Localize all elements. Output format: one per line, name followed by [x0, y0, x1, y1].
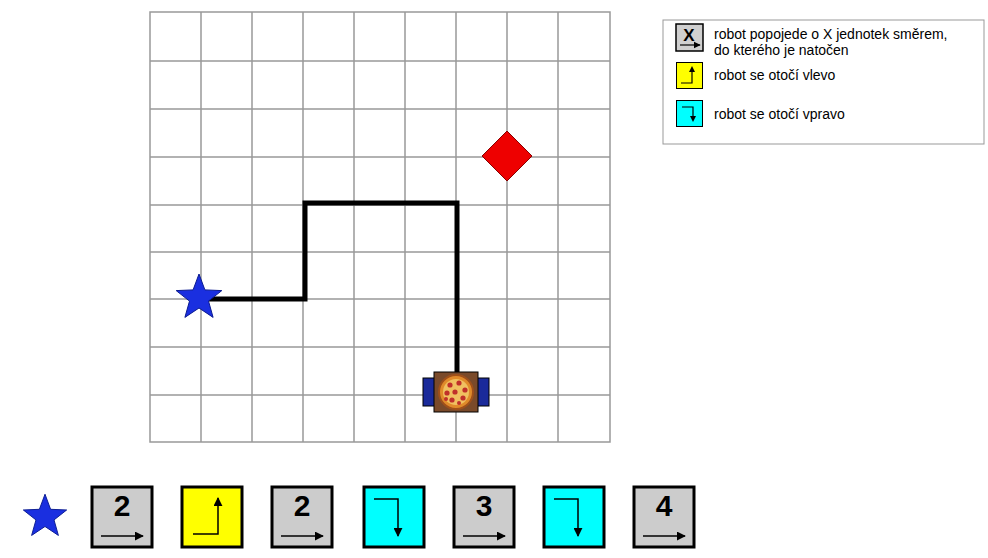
card-number: 4 [656, 491, 673, 521]
robot [423, 372, 489, 412]
card-number: 2 [294, 491, 311, 521]
card-number: 3 [476, 491, 493, 521]
legend-swatch [676, 100, 703, 127]
legend-sample-letter: X [683, 27, 694, 44]
start-star [23, 494, 66, 535]
card-number: 2 [114, 491, 131, 521]
legend-text: robot se otočí vlevo [714, 67, 954, 83]
turn-arrow [677, 101, 702, 126]
command-cards [92, 487, 694, 547]
grid [150, 12, 610, 442]
legend-text: robot popojede o X jednotek směrem, do k… [714, 26, 954, 58]
legend-text: robot se otočí vpravo [714, 106, 954, 122]
target-diamond [482, 131, 532, 181]
start-star [176, 274, 222, 317]
robot-path [201, 203, 457, 392]
move-card-sample [676, 24, 703, 51]
turn-arrow [677, 63, 702, 88]
legend-swatch [676, 62, 703, 89]
legend-frame [663, 20, 984, 144]
